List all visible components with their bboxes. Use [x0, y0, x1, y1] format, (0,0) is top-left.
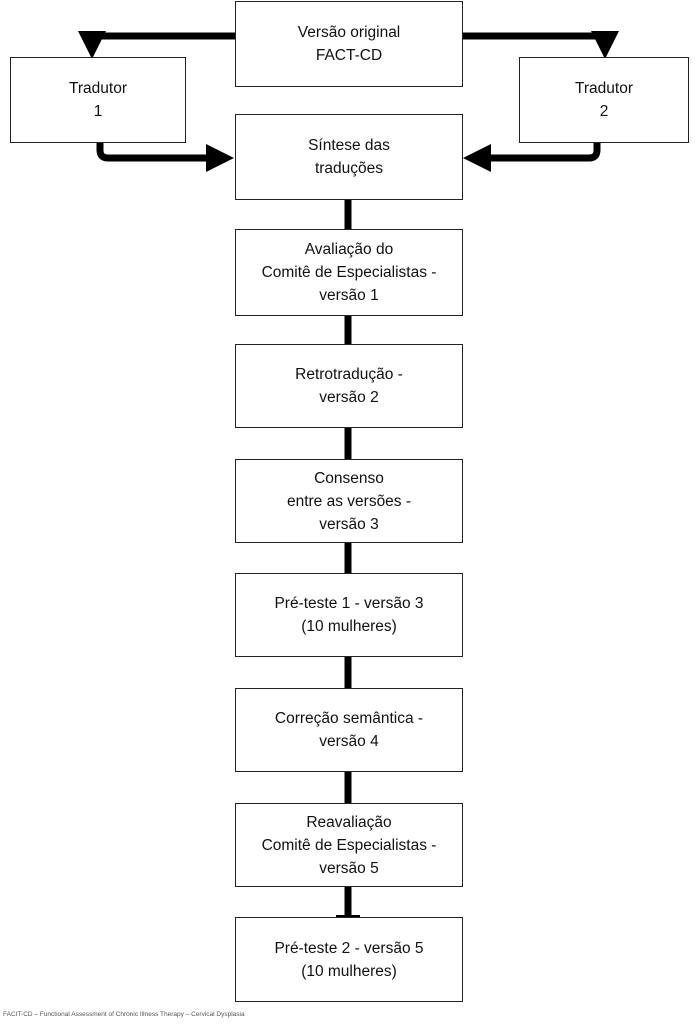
box-line: Reavaliação [306, 813, 392, 831]
arrow-translator2-to-synthesis [463, 142, 601, 172]
pretest-1-box: Pré-teste 1 - versão 3 (10 mulheres) [235, 573, 463, 657]
box-line: traduções [314, 160, 384, 177]
backtranslation-box: Retrotradução - versão 2 [235, 344, 463, 428]
box-line: entre as versões - [286, 492, 412, 510]
translator-2-box: Tradutor 2 [519, 57, 689, 143]
box-line: Tradutor [68, 80, 127, 97]
box-line: Comitê de Especialistas - [261, 836, 437, 854]
pretest-2-box: Pré-teste 2 - versão 5 (10 mulheres) [235, 917, 463, 1002]
box-line: versão 1 [319, 287, 379, 304]
arrow-original-to-translator1 [78, 31, 236, 59]
box-line: 2 [599, 103, 609, 120]
box-line: versão 4 [319, 733, 379, 750]
arrow-original-to-translator2 [462, 31, 619, 59]
committee-evaluation-box: Avaliação do Comitê de Especialistas - v… [235, 229, 463, 316]
box-line: Pré-teste 1 - versão 3 [274, 595, 424, 612]
semantic-correction-box: Correção semântica - versão 4 [235, 688, 463, 772]
box-line: Retrotradução - [295, 366, 403, 383]
box-line: (10 mulheres) [301, 618, 397, 635]
box-line: Avaliação do [304, 241, 394, 258]
arrow-translator1-to-synthesis [96, 142, 234, 172]
translator-1-box: Tradutor 1 [10, 57, 186, 143]
box-line: Síntese das [308, 137, 390, 154]
box-line: versão 2 [319, 389, 379, 406]
box-line: Versão original [297, 24, 401, 41]
box-line: Comitê de Especialistas - [261, 264, 437, 281]
box-line: versão 3 [319, 515, 379, 533]
box-line: Pré-teste 2 - versão 5 [274, 939, 424, 957]
original-version-box: Versão original FACT-CD [235, 1, 463, 87]
figure-footnote: FACIT-CD – Functional Assessment of Chro… [3, 1011, 245, 1018]
box-line: FACT-CD [315, 47, 383, 64]
box-line: Consenso [314, 469, 384, 487]
consensus-box: Consenso entre as versões - versão 3 [235, 459, 463, 543]
box-line: versão 5 [319, 859, 379, 877]
synthesis-box: Síntese das traduções [235, 114, 463, 200]
box-line: Correção semântica - [274, 710, 424, 727]
box-line: 1 [93, 103, 103, 120]
box-line: Tradutor [574, 80, 633, 97]
reevaluation-box: Reavaliação Comitê de Especialistas - ve… [235, 803, 463, 887]
box-line: (10 mulheres) [301, 962, 397, 980]
